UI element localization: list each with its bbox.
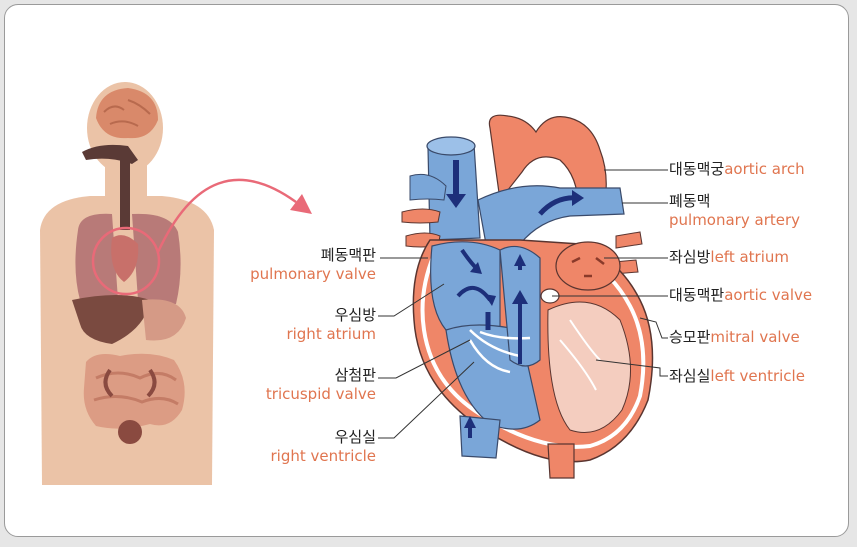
label-pulmonary-valve: 폐동맥판 pulmonary valve — [250, 246, 376, 284]
label-tricuspid-valve-en: tricuspid valve — [266, 385, 376, 404]
label-pulmonary-valve-ko: 폐동맥판 — [250, 246, 376, 265]
label-left-ventricle-ko: 좌심실 — [669, 367, 710, 385]
label-pulmonary-artery-en: pulmonary artery — [669, 211, 800, 230]
label-left-atrium: 좌심방left atrium — [669, 248, 789, 267]
label-right-atrium: 우심방 right atrium — [286, 306, 376, 344]
label-aortic-valve: 대동맥판aortic valve — [669, 286, 812, 305]
label-left-atrium-en: left atrium — [710, 248, 789, 266]
label-right-ventricle: 우심실 right ventricle — [271, 428, 376, 466]
label-tricuspid-valve: 삼첨판 tricuspid valve — [266, 366, 376, 404]
label-aortic-valve-en: aortic valve — [724, 286, 812, 304]
label-mitral-valve: 승모판mitral valve — [669, 328, 800, 347]
label-right-ventricle-ko: 우심실 — [271, 428, 376, 447]
label-left-ventricle: 좌심실left ventricle — [669, 367, 805, 386]
label-aortic-arch-ko: 대동맥궁 — [669, 160, 724, 178]
label-aortic-valve-ko: 대동맥판 — [669, 286, 724, 304]
label-aortic-arch-en: aortic arch — [724, 160, 804, 178]
label-tricuspid-valve-ko: 삼첨판 — [266, 366, 376, 385]
label-left-ventricle-en: left ventricle — [710, 367, 805, 385]
label-right-atrium-ko: 우심방 — [286, 306, 376, 325]
label-left-atrium-ko: 좌심방 — [669, 248, 710, 266]
label-pulmonary-artery: 폐동맥 pulmonary artery — [669, 192, 800, 230]
label-mitral-valve-ko: 승모판 — [669, 328, 710, 346]
label-right-ventricle-en: right ventricle — [271, 447, 376, 466]
label-right-atrium-en: right atrium — [286, 325, 376, 344]
label-mitral-valve-en: mitral valve — [710, 328, 799, 346]
label-aortic-arch: 대동맥궁aortic arch — [669, 160, 805, 179]
label-pulmonary-valve-en: pulmonary valve — [250, 265, 376, 284]
label-pulmonary-artery-ko: 폐동맥 — [669, 192, 800, 211]
